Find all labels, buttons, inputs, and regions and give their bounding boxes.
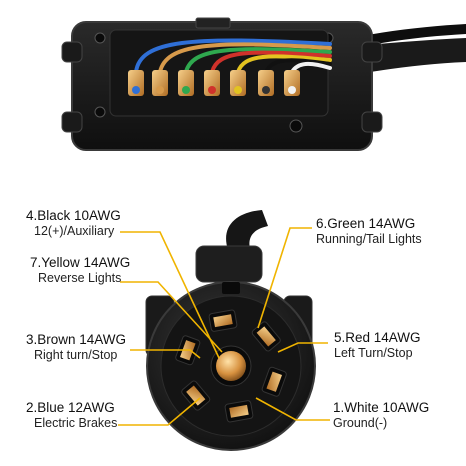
leader-blue — [118, 397, 201, 426]
callout-brown-subtitle: Right turn/Stop — [34, 347, 118, 362]
callout-white-title: 1.White 10AWG — [333, 400, 430, 415]
callout-red-subtitle: Left Turn/Stop — [334, 345, 413, 360]
callout-blue-title: 2.Blue 12AWG — [26, 400, 115, 415]
junction-box — [61, 17, 466, 151]
leader-lines — [118, 227, 330, 426]
callout-blue-subtitle: Electric Brakes — [34, 415, 118, 430]
plug-center-pin — [216, 351, 246, 381]
callout-yellow: 7.Yellow 14AWG Reverse Lights — [30, 255, 130, 285]
junction-wires — [134, 38, 332, 74]
plug-pins — [175, 309, 287, 423]
leader-red — [277, 342, 328, 353]
plug-cable — [226, 210, 268, 256]
callout-blue: 2.Blue 12AWG Electric Brakes — [26, 400, 117, 430]
seven-pin-plug — [145, 210, 316, 451]
junction-terminals — [128, 70, 300, 96]
callout-black: 4.Black 10AWG 12(+)/Auxiliary — [26, 208, 121, 238]
callout-brown-title: 3.Brown 14AWG — [26, 332, 127, 347]
callout-yellow-subtitle: Reverse Lights — [38, 270, 122, 285]
leader-brown — [130, 349, 201, 359]
callout-green: 6.Green 14AWG Running/Tail Lights — [316, 216, 422, 246]
callout-black-title: 4.Black 10AWG — [26, 208, 121, 223]
callout-white-subtitle: Ground(-) — [333, 415, 388, 430]
callout-yellow-title: 7.Yellow 14AWG — [30, 255, 131, 270]
callout-white: 1.White 10AWG Ground(-) — [333, 400, 429, 430]
callout-green-title: 6.Green 14AWG — [316, 216, 416, 231]
callout-black-subtitle: 12(+)/Auxiliary — [34, 223, 115, 238]
leader-white — [255, 397, 330, 421]
leader-green — [257, 227, 312, 329]
callout-brown: 3.Brown 14AWG Right turn/Stop — [26, 332, 126, 362]
callout-red: 5.Red 14AWG Left Turn/Stop — [334, 330, 421, 360]
leader-black — [120, 231, 220, 359]
callout-green-subtitle: Running/Tail Lights — [316, 231, 422, 246]
callout-red-title: 5.Red 14AWG — [334, 330, 421, 345]
leader-yellow — [120, 281, 223, 353]
